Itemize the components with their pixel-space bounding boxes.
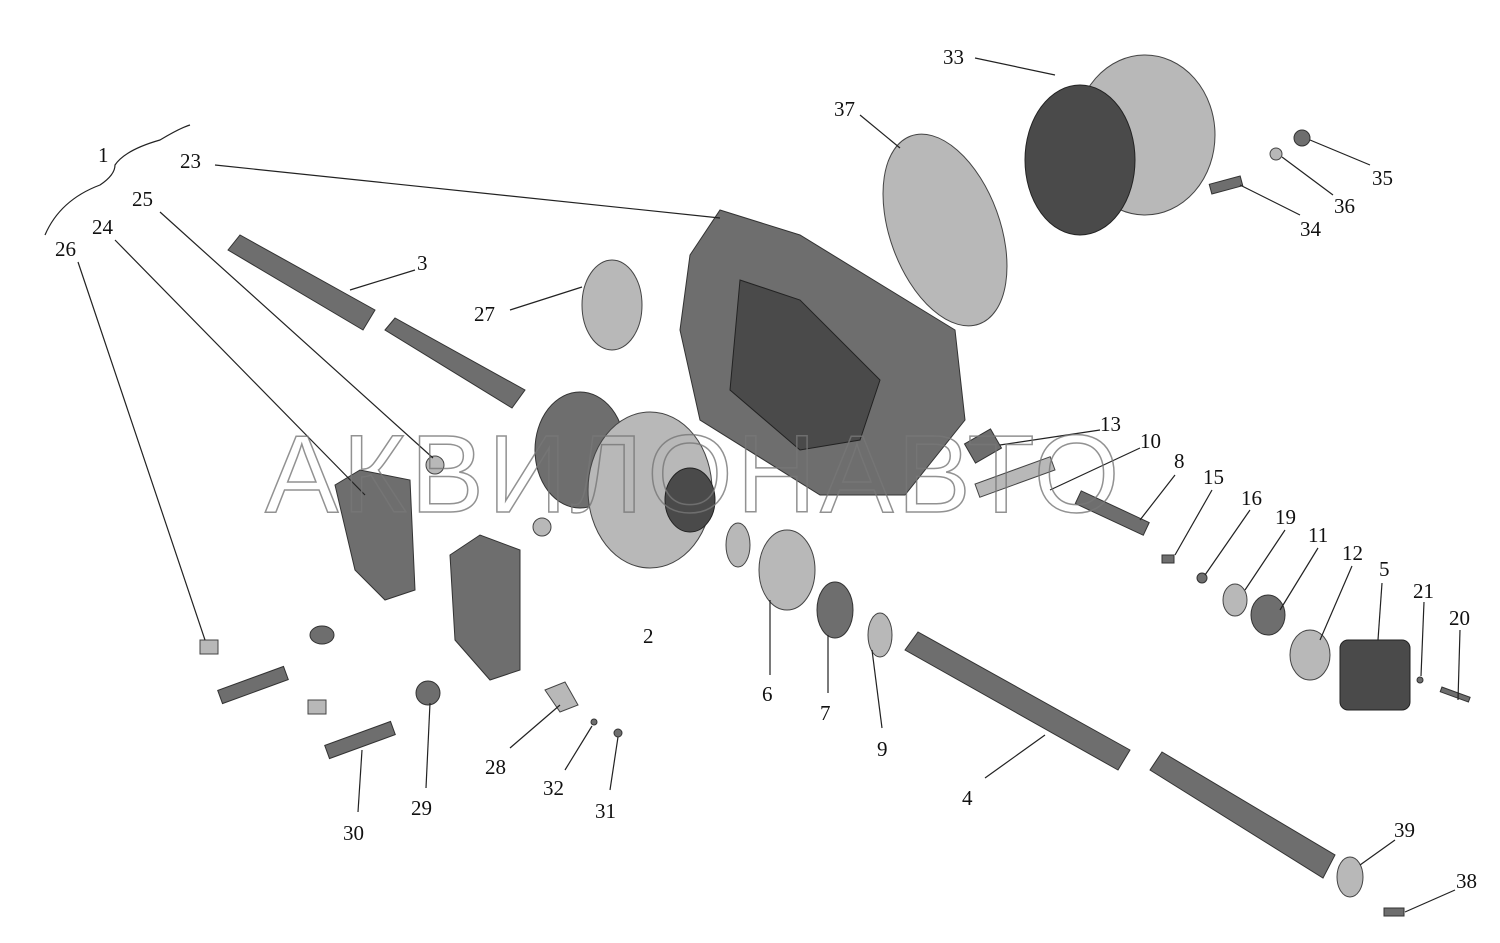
callout-35: 35 [1372, 166, 1393, 190]
callout-32: 32 [543, 776, 564, 800]
leader-lines [77, 57, 1461, 913]
bushing [532, 517, 552, 537]
callout-3: 3 [417, 251, 428, 275]
bolt-30 [324, 720, 396, 760]
callout-30: 30 [343, 821, 364, 845]
ring-9 [867, 612, 893, 658]
callout-7: 7 [820, 701, 831, 725]
callout-13: 13 [1100, 412, 1121, 436]
lock-plate [309, 625, 335, 645]
washer-21 [1416, 676, 1424, 684]
callout-23: 23 [180, 149, 201, 173]
bearing-ring-27 [581, 259, 643, 351]
lock-28 [544, 681, 579, 713]
callout-34: 34 [1300, 217, 1322, 241]
nut-35 [1293, 129, 1311, 147]
callout-16: 16 [1241, 486, 1262, 510]
callout-31: 31 [595, 799, 616, 823]
retaining-ring [725, 522, 751, 568]
callout-6: 6 [762, 682, 773, 706]
nut-16 [1196, 572, 1208, 584]
callout-10: 10 [1140, 429, 1161, 453]
housing-23 [679, 209, 966, 496]
actuator-5 [1339, 639, 1411, 711]
callout-15: 15 [1203, 465, 1224, 489]
sleeve [307, 699, 327, 715]
gear-7 [816, 581, 854, 639]
callout-29: 29 [411, 796, 432, 820]
washer-32 [590, 718, 598, 726]
bolt [217, 665, 289, 705]
bolt-31 [613, 728, 623, 738]
fork-10 [974, 456, 1056, 498]
callout-4: 4 [962, 786, 973, 810]
callout-26: 26 [55, 237, 76, 261]
coupling-6 [758, 529, 816, 611]
drive-gear-housing-33 [1024, 54, 1216, 236]
lock-plate-29 [415, 680, 441, 706]
gasket-37 [882, 133, 1008, 327]
bushing-25 [425, 455, 445, 475]
callout-25: 25 [132, 187, 153, 211]
callout-12: 12 [1342, 541, 1363, 565]
bolt-20 [1439, 686, 1471, 703]
callout-5: 5 [1379, 557, 1390, 581]
callout-labels: 1 23 25 24 26 3 27 37 33 35 36 34 13 10 … [55, 45, 1477, 893]
callout-36: 36 [1334, 194, 1355, 218]
rod-8 [1074, 490, 1150, 536]
pin-26 [199, 639, 219, 655]
callout-24: 24 [92, 215, 114, 239]
watermark: АКВИЛОНАВТО [265, 413, 1123, 536]
callout-1: 1 [98, 143, 109, 167]
bearing-cap [334, 469, 416, 601]
shaft-3 [227, 234, 526, 409]
callout-19: 19 [1275, 505, 1296, 529]
ring-19 [1222, 583, 1248, 617]
bearing-cap [449, 534, 521, 681]
callout-37: 37 [834, 97, 855, 121]
callout-33: 33 [943, 45, 964, 69]
bolt-38 [1383, 907, 1405, 917]
callout-28: 28 [485, 755, 506, 779]
group-brace [44, 124, 191, 236]
ring-39 [1336, 856, 1364, 898]
callout-11: 11 [1308, 523, 1328, 547]
pin-15 [1161, 554, 1175, 564]
washer-36 [1269, 147, 1283, 161]
gasket-12 [1289, 629, 1331, 681]
callout-21: 21 [1413, 579, 1434, 603]
callout-27: 27 [474, 302, 495, 326]
spring-13 [963, 428, 1003, 464]
pin-34 [1208, 175, 1244, 195]
callout-38: 38 [1456, 869, 1477, 893]
shaft-4 [904, 631, 1336, 879]
seal-11 [1250, 594, 1286, 636]
callout-20: 20 [1449, 606, 1470, 630]
differential-2 [534, 391, 716, 569]
callout-9: 9 [877, 737, 888, 761]
callout-8: 8 [1174, 449, 1185, 473]
callout-2: 2 [643, 624, 654, 648]
callout-39: 39 [1394, 818, 1415, 842]
